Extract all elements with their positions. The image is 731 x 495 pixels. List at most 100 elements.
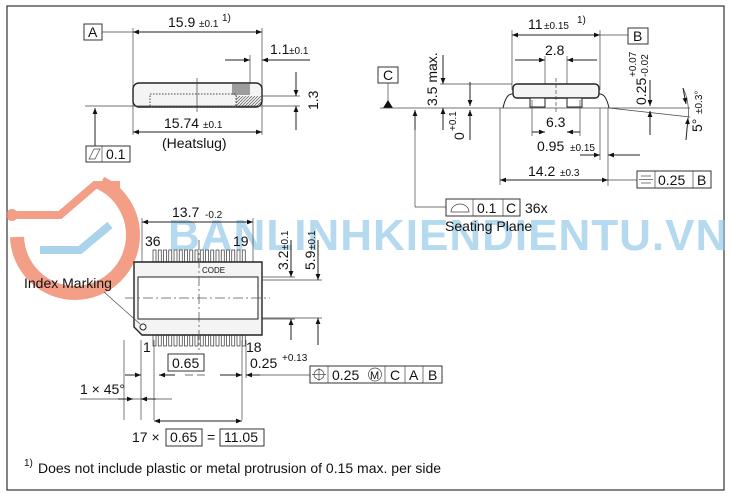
slug-dim-value: 3.2	[275, 250, 291, 270]
lead	[173, 249, 178, 263]
heatslug-label: (Heatslug)	[162, 135, 227, 151]
length-tolerance: ±0.1	[199, 19, 219, 30]
lead	[241, 334, 246, 347]
lead	[163, 249, 167, 263]
slug-dim2-tolerance: ±0.1	[307, 230, 318, 250]
datum-a-label: A	[88, 24, 98, 40]
lead	[236, 334, 241, 347]
pitch-count-equals: =	[207, 429, 215, 445]
pitch-value: 0.65	[172, 355, 199, 371]
width-value: 11	[528, 16, 543, 32]
slug-width-value: 6.3	[546, 114, 566, 130]
standoff-value: 0	[451, 132, 467, 140]
lead	[199, 249, 204, 263]
bottom-leads	[152, 334, 246, 347]
position-datum-b: B	[428, 367, 437, 383]
heatslug-length-tolerance: ±0.1	[203, 120, 223, 131]
overall-width-value: 14.2	[528, 163, 555, 179]
pitch-total-value: 11.05	[224, 429, 258, 445]
bottom-view: 13.7 -0.2 36 19 CODE Index Marking 3.2 ±…	[24, 204, 443, 447]
lead-length-tolerance: ±0.15	[570, 143, 595, 154]
side-view: A 15.9 ±0.1 1) 1.1 ±0.1 1.3 15.74 ±0.1 (…	[83, 13, 321, 163]
lead	[226, 334, 230, 347]
angle-value: 5°	[689, 119, 705, 132]
side-leads	[149, 93, 237, 108]
coplanarity-value: 0.1	[477, 200, 497, 216]
pin-19-label: 19	[233, 233, 249, 249]
lead	[231, 334, 236, 347]
lead-width-tolerance: +0.13	[282, 353, 308, 364]
lead-width-value: 0.25	[250, 355, 277, 371]
pitch-count-box	[165, 428, 203, 447]
lead	[157, 334, 162, 347]
lead-thickness-tol-plus: +0.07	[628, 51, 639, 77]
lead	[226, 249, 230, 263]
datum-b-box	[627, 27, 649, 45]
lead-length-value: 0.95	[537, 138, 564, 154]
lead	[168, 334, 173, 347]
code-label: CODE	[202, 266, 225, 275]
symmetry-value: 0.25	[658, 172, 685, 188]
angle-tolerance: ±0.3°	[694, 91, 705, 114]
lead-thickness-value: 0.25	[633, 78, 649, 105]
lead	[173, 334, 178, 347]
lead	[194, 249, 199, 263]
flatness-frame	[85, 145, 131, 163]
coplanarity-count: 36x	[525, 200, 548, 216]
chamfer-value: 1 × 45°	[80, 381, 125, 397]
symmetry-icon	[639, 175, 653, 184]
lead	[194, 334, 199, 347]
lead	[210, 249, 215, 263]
seating-plane-label: Seating Plane	[445, 218, 532, 234]
symmetry-frame	[636, 170, 712, 189]
datum-c-label: C	[383, 67, 393, 83]
lead	[220, 334, 225, 347]
length-footnote-ref: 1)	[222, 13, 231, 24]
lead	[189, 334, 194, 347]
pitch-total-box	[219, 428, 265, 447]
bottom-width-tolerance: -0.2	[205, 210, 223, 221]
lead	[168, 249, 173, 263]
flatness-value: 0.1	[106, 146, 126, 162]
lead	[215, 334, 220, 347]
position-datum-a: A	[409, 367, 419, 383]
heatslug-offset-value: 1.1	[270, 41, 290, 57]
index-marking-dot	[139, 323, 147, 331]
footnote-marker: 1)	[24, 458, 33, 469]
symmetry-datum: B	[697, 172, 706, 188]
position-value: 0.25	[332, 367, 359, 383]
thickness-value: 1.3	[305, 90, 321, 110]
pitch-count-pitch: 0.65	[170, 429, 197, 445]
pin-36-label: 36	[145, 233, 161, 249]
lead	[220, 249, 225, 263]
pitch-box	[167, 353, 205, 372]
pitch-count-prefix: 17 ×	[132, 429, 160, 445]
index-marking-label: Index Marking	[24, 275, 112, 291]
lead	[152, 249, 157, 263]
position-icon	[312, 368, 326, 381]
lead	[152, 334, 157, 347]
lead	[231, 249, 236, 263]
drawing-frame	[6, 5, 725, 491]
inner-width-value: 2.8	[545, 42, 565, 58]
end-view: 11 ±0.15 1) B 2.8 C 3.5 max. 0 +0.1	[377, 15, 712, 234]
lead	[205, 334, 209, 347]
standoff-tolerance: +0.1	[448, 111, 459, 131]
package-body-side	[132, 82, 263, 108]
lead	[184, 334, 188, 347]
lead	[210, 334, 215, 347]
datum-c-triangle	[383, 100, 393, 108]
coplanarity-datum: C	[506, 200, 516, 216]
datum-b-label: B	[633, 28, 642, 44]
lead	[163, 334, 167, 347]
lead	[184, 249, 188, 263]
lead	[236, 249, 241, 263]
heatslug-offset-tolerance: ±0.1	[289, 46, 309, 57]
watermark-text: BANLINHKIENDIENTU.VN	[168, 211, 728, 260]
position-tolerance-frame	[309, 365, 443, 384]
slug-dim-tolerance: ±0.1	[280, 230, 291, 250]
flatness-icon	[88, 148, 101, 160]
position-modifier: M	[370, 370, 379, 382]
lead	[178, 249, 183, 263]
